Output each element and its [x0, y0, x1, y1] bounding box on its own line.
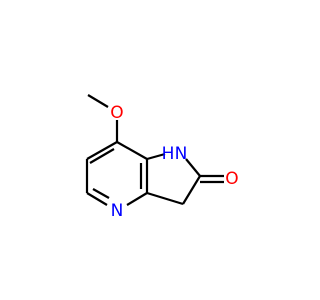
bond-c7a-c7 [116, 141, 148, 160]
bond-n4-c3a [126, 192, 148, 206]
bond-c2-c3 [182, 175, 201, 205]
bond-c3-c3a [146, 191, 184, 206]
amide-nitrogen-label: N [175, 144, 188, 164]
atom-labels: O H N O N [110, 103, 238, 221]
bond-methyl-o [87, 94, 109, 108]
amide-h-label: H [162, 144, 175, 164]
bond-c5-n4-inner [92, 188, 110, 199]
molecule-drawing: O H N O N [85, 94, 239, 221]
methoxy-oxygen-label: O [110, 103, 123, 123]
bond-c5-n4 [86, 192, 108, 206]
bond-c7a-n1 [146, 152, 166, 161]
pyridine-nitrogen-label: N [111, 201, 124, 221]
structure-canvas: O H N O N [85, 94, 239, 221]
bond-c7-c6-inner [89, 148, 115, 164]
bond-n1-c2 [185, 158, 201, 177]
carbonyl-oxygen-label: O [225, 169, 238, 189]
bonds [85, 94, 224, 206]
bond-c7-c6 [86, 141, 118, 160]
